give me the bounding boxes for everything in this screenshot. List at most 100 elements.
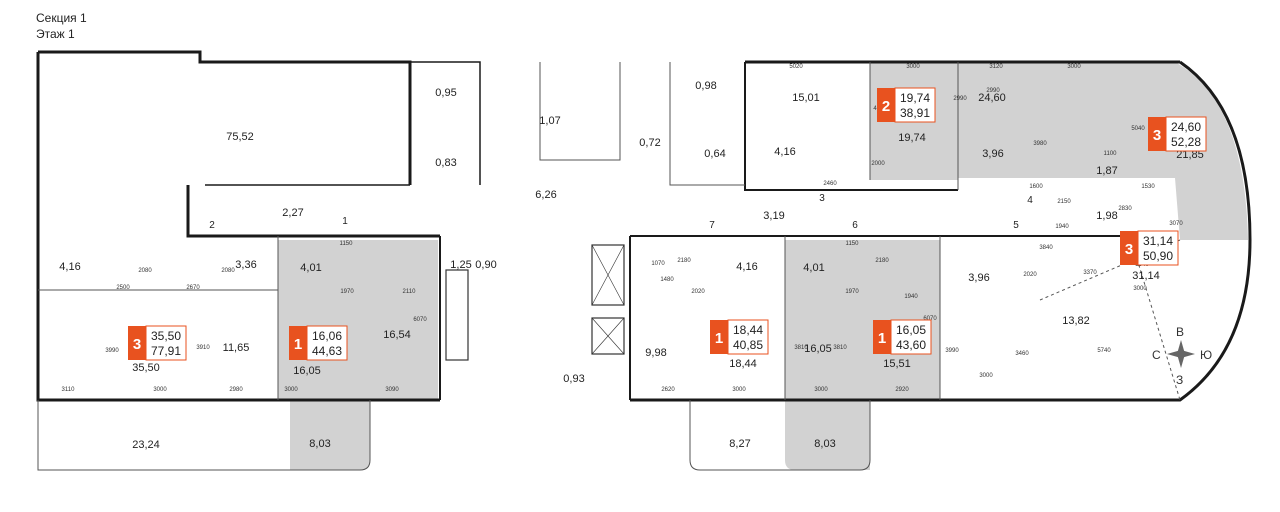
dimension-label: 1940 [1055, 224, 1069, 230]
badge-area-box [1137, 230, 1179, 266]
room-area-label: 1,98 [1096, 210, 1117, 222]
room-area-label: 0,95 [435, 87, 456, 99]
badge-total-area: 52,28 [1171, 135, 1201, 149]
badge-living-area: 35,50 [151, 329, 181, 343]
dimension-label: 1100 [1104, 151, 1118, 157]
dimension-label: 3910 [196, 345, 210, 351]
dimension-label: 2460 [823, 181, 837, 187]
room-area-label: 31,14 [1132, 270, 1160, 282]
dimension-label: 2150 [1057, 199, 1071, 205]
dimension-label: 3000 [284, 387, 298, 393]
badge-area-box [306, 325, 348, 361]
badge-total-area: 44,63 [312, 344, 342, 358]
partition-7 [539, 62, 621, 161]
room-area-label: 35,50 [132, 362, 160, 374]
stair-flight [445, 269, 469, 361]
dimension-label: 1070 [651, 261, 665, 267]
dimension-label: 3000 [1067, 64, 1081, 70]
dimension-label: 1940 [904, 294, 918, 300]
room-area-label: 11,65 [223, 342, 250, 354]
wall-wc-block [410, 61, 481, 185]
dimension-label: 2830 [1118, 206, 1132, 212]
badge-room-count-box [873, 320, 891, 354]
dimension-label: 2110 [403, 289, 417, 295]
room-area-label: 0,98 [695, 80, 716, 92]
compass-needle-horizontal [1167, 350, 1195, 358]
room-area-label: 0,72 [639, 137, 660, 149]
dimension-label: 1600 [1029, 184, 1043, 190]
room-area-label: 8,03 [814, 438, 835, 450]
room-area-label: 1,07 [539, 115, 560, 127]
dimension-label: 2180 [875, 258, 889, 264]
badge-room-count: 3 [133, 336, 141, 353]
badge-room-count: 3 [1125, 241, 1133, 258]
badge-living-area: 16,06 [312, 329, 342, 343]
shaded-apartment-3 [958, 62, 1248, 240]
badge-room-count: 2 [882, 98, 890, 115]
wall-flat-top [744, 62, 958, 191]
dimension-label: 2990 [953, 96, 967, 102]
room-area-label: 0,90 [475, 259, 496, 271]
room-area-label: 1,87 [1096, 165, 1117, 177]
dimension-label: 1150 [340, 241, 354, 247]
badge-living-area: 19,74 [900, 91, 930, 105]
dimension-label: 6070 [413, 317, 427, 323]
room-area-label: 15,51 [883, 358, 911, 370]
badge-living-area: 16,05 [896, 323, 926, 337]
dimension-label: 3370 [1083, 270, 1097, 276]
dimension-label: 3810 [833, 345, 847, 351]
dimension-label: 1150 [846, 241, 860, 247]
badge-area-box [1165, 116, 1207, 152]
badge-area-box [145, 325, 187, 361]
balconies [37, 400, 871, 471]
dimension-label: 5040 [1131, 126, 1145, 132]
dimension-label: 2670 [186, 285, 200, 291]
dimension-label: 1970 [340, 289, 354, 295]
shaded-balcony-2 [785, 400, 870, 470]
room-area-label: 4,16 [59, 261, 80, 273]
badge-room-count-box [710, 320, 728, 354]
balcony-west [37, 400, 371, 471]
dimension-label: 2990 [986, 88, 1000, 94]
dimension-label: 3000 [979, 373, 993, 379]
room-area-label: 9,98 [645, 347, 666, 359]
room-area-label: 15,01 [792, 92, 820, 104]
door-number: 1 [342, 216, 348, 227]
wall-east-curve [940, 60, 1252, 402]
wall-north-west [38, 50, 412, 185]
stairs-elevators [445, 244, 625, 361]
badge-room-count: 1 [294, 336, 302, 353]
compass-north: В [1176, 325, 1184, 339]
balcony-east [785, 400, 871, 471]
elevator-1-cross [591, 244, 625, 306]
badge-room-count-box [877, 88, 895, 122]
door-number: 2 [209, 220, 215, 231]
badge-total-area: 43,60 [896, 338, 926, 352]
compass-west: С [1152, 348, 1161, 362]
dimension-label: 2020 [1023, 272, 1037, 278]
badge-room-count: 1 [715, 330, 723, 347]
dimension-label: 2020 [691, 289, 705, 295]
badge-area-box [890, 319, 932, 355]
dimension-label: 3120 [989, 64, 1003, 70]
shaded-zones [278, 62, 1248, 470]
room-area-label: 8,27 [729, 438, 750, 450]
elevator-2 [591, 317, 625, 355]
dimension-label: 2920 [895, 387, 909, 393]
room-area-label: 0,93 [563, 373, 584, 385]
dimension-label: 3000 [814, 387, 828, 393]
room-area-label: 13,82 [1062, 315, 1090, 327]
dimension-label: 3090 [385, 387, 399, 393]
partition-8 [669, 62, 745, 186]
dimension-label: 3840 [1039, 245, 1053, 251]
dimension-label: 3000 [906, 64, 920, 70]
room-area-label: 18,44 [729, 358, 757, 370]
door-number: 3 [819, 193, 825, 204]
room-area-label: 0,83 [435, 157, 456, 169]
door-number: 7 [709, 220, 715, 231]
dimension-label: 3000 [153, 387, 167, 393]
